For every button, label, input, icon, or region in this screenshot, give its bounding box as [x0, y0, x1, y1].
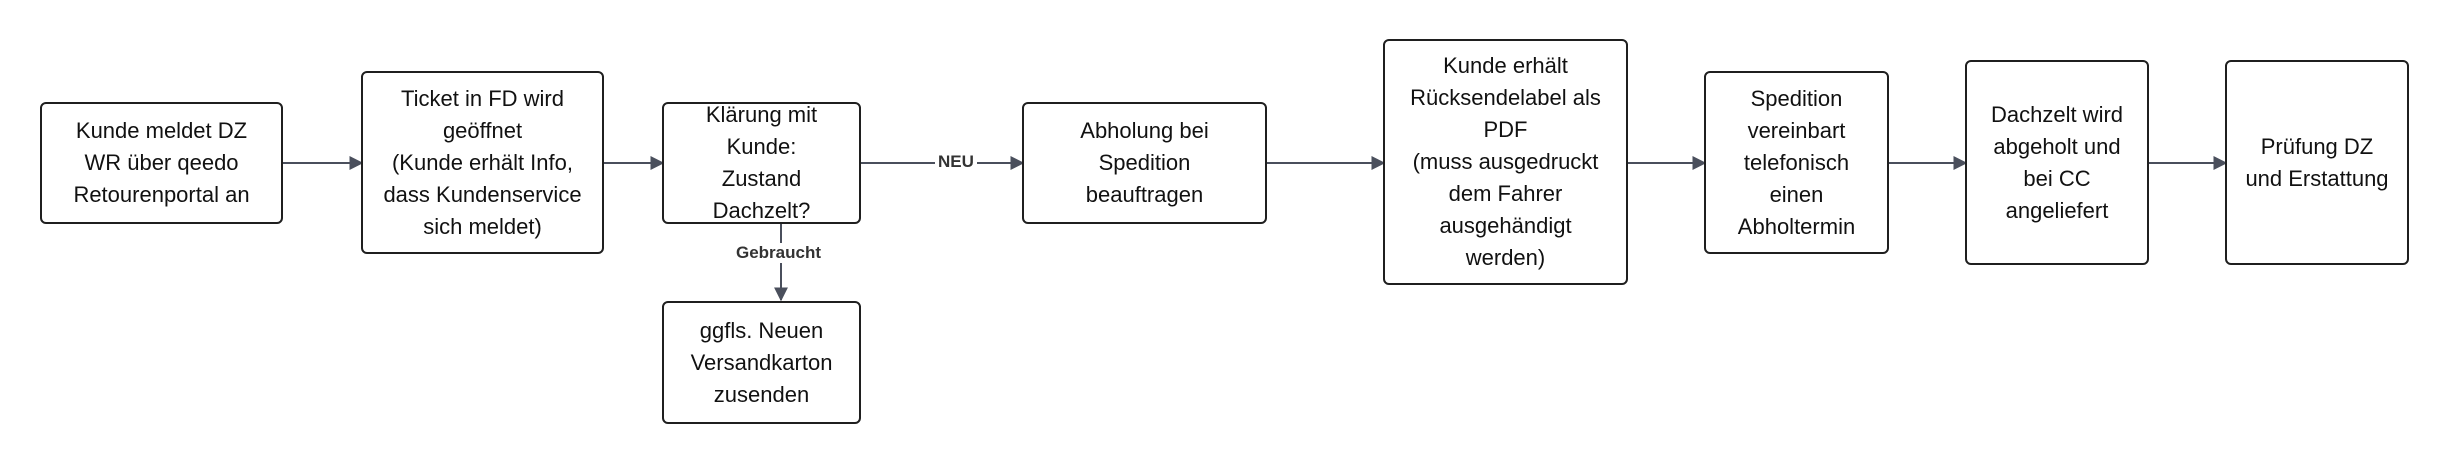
- node-kunde-meldet: Kunde meldet DZ WR über qeedo Retourenpo…: [40, 102, 283, 224]
- edge-label-gebraucht: Gebraucht: [733, 243, 825, 263]
- node-klaerung-kunde: Klärung mit Kunde: Zustand Dachzelt?: [662, 102, 861, 224]
- node-pruefung-erstattung: Prüfung DZ und Erstattung: [2225, 60, 2409, 265]
- node-versandkarton: ggfls. Neuen Versandkarton zusenden: [662, 301, 861, 424]
- node-ruecksendelabel: Kunde erhält Rücksendelabel als PDF (mus…: [1383, 39, 1628, 285]
- node-spedition-termin: Spedition vereinbart telefonisch einen A…: [1704, 71, 1889, 254]
- node-ticket-fd: Ticket in FD wird geöffnet (Kunde erhält…: [361, 71, 604, 254]
- node-dachzelt-abgeholt: Dachzelt wird abgeholt und bei CC angeli…: [1965, 60, 2149, 265]
- node-abholung-spedition: Abholung bei Spedition beauftragen: [1022, 102, 1267, 224]
- edge-label-neu: NEU: [935, 152, 977, 172]
